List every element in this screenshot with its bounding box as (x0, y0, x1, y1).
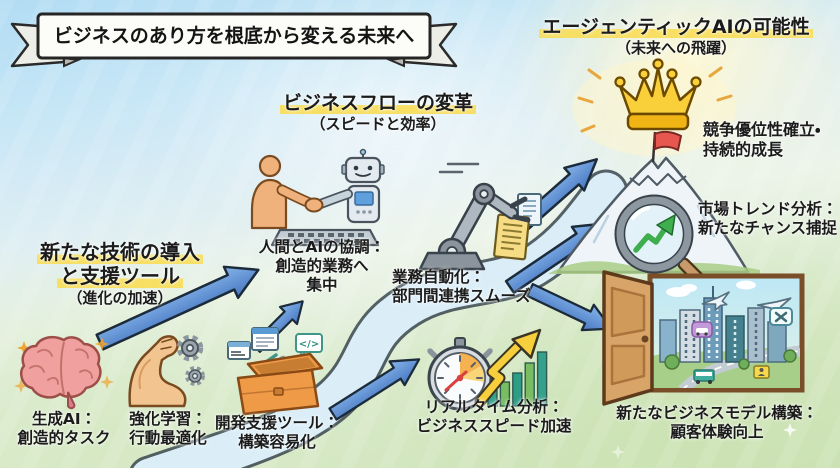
label-realtime: リアルタイム分析： ビジネススピード加速 (416, 398, 572, 435)
flow-title-text: ビジネスフローの変革 (279, 92, 476, 114)
lightning-arrow (474, 328, 542, 408)
banner-ribbon (10, 12, 458, 68)
intro-subtitle-text: （進化の加速） (67, 288, 173, 307)
handshake-hands (304, 197, 324, 213)
speed-lines (438, 162, 480, 174)
section-title-intro: 新たな技術の導入 と支援ツール （進化の加速） (14, 240, 226, 307)
door-city-icon (602, 270, 805, 406)
robot-antenna (359, 148, 367, 156)
label-market: 市場トレンド分析： 新たなチャンス捕捉 (698, 200, 838, 237)
toolbox-latch (273, 387, 284, 396)
brain-icon (14, 335, 114, 410)
door-knob (641, 335, 649, 343)
flow-arrow (328, 358, 421, 421)
trend-arrow (633, 214, 676, 253)
intro-title-line2: と支援ツール (57, 264, 183, 289)
door-panel (602, 270, 654, 406)
toolbox-lid-inner (254, 357, 316, 375)
flow-arrow (95, 265, 260, 351)
banner-title: ビジネスのあり方を根底から変える未来へ (53, 25, 415, 47)
section-title-agentic: エージェンティックAIの可能性 （未来への飛躍） (512, 16, 840, 57)
flag (654, 130, 683, 152)
label-collab: 人間とAIの協調： 創造的業務へ 集中 (258, 238, 386, 294)
intro-title-line1: 新たな技術の導入 (37, 240, 203, 264)
sparkle-icon (611, 445, 625, 459)
arm-base (418, 251, 486, 271)
rays (577, 66, 733, 133)
tools-bubble-icon (769, 307, 793, 326)
tree-icon (664, 354, 680, 370)
snow-line (629, 173, 687, 186)
muscle-gears-icon (128, 330, 210, 408)
flow-arrow (526, 282, 613, 332)
bar-chart (487, 351, 548, 407)
tree-icon (783, 349, 797, 363)
gripper-claw (509, 196, 531, 223)
stopwatch (427, 337, 493, 411)
label-devtools: 開発支援ツール： 構築容易化 (214, 414, 339, 451)
section-title-flow: ビジネスフローの変革 （スピードと効率） (258, 92, 498, 133)
car-bubble-icon (691, 321, 713, 338)
robot-chest-screen (354, 191, 374, 206)
human-head (258, 154, 282, 178)
browser-card-icon (227, 341, 251, 360)
doc-card-icon (251, 327, 279, 351)
code-glyph: </> (299, 339, 319, 350)
label-advantage: 競争優位性確立・ 持続的成長 (703, 120, 821, 159)
toolbox-icon: </> (227, 327, 324, 416)
city-view (652, 280, 800, 388)
bus-icon (693, 369, 715, 384)
human-robot-handshake-icon (250, 148, 385, 247)
agentic-title-text: エージェンティックAIの可能性 (539, 16, 813, 38)
stopwatch-chart-icon (427, 328, 548, 411)
agentic-subtitle-text: （未来への飛躍） (615, 39, 736, 58)
robot-arm-icon (418, 162, 542, 271)
tree-icon (738, 358, 750, 370)
flow-subtitle-text: （スピードと効率） (310, 115, 446, 134)
label-automation: 業務自動化： 部門間連携スムーズ (392, 268, 531, 305)
document-icon (493, 213, 531, 261)
label-reinforce: 強化学習： 行動最適化 (129, 410, 207, 447)
crown (614, 58, 702, 131)
robot-head (344, 156, 382, 184)
label-new-model: 新たなビジネスモデル構築： 顧客体験向上 (616, 404, 818, 441)
label-gen-ai: 生成AI： 創造的タスク (17, 410, 111, 447)
person-sign-icon (753, 365, 770, 379)
